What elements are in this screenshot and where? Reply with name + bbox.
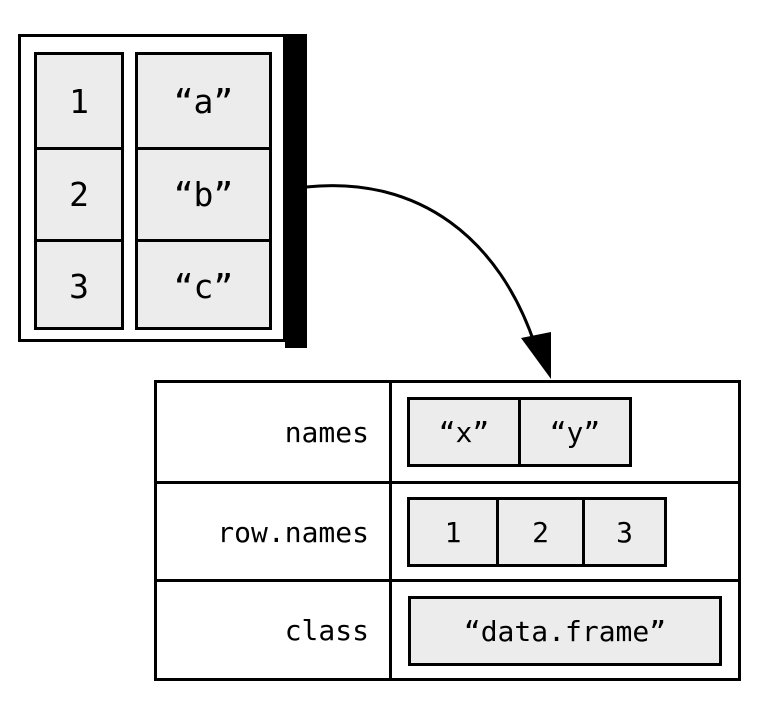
vector-element: 3 [582,500,664,564]
attribute-name: names [284,415,369,449]
column-x-cell: 2 [37,147,121,239]
attribute-value-vector: 1 2 3 [407,497,667,567]
attribute-row-class: class “data.frame” [157,579,738,678]
vector-element: 1 [444,515,462,549]
attributes-divider [389,383,392,678]
column-x-cell: 1 [69,81,89,121]
vector-element: “x” [438,415,490,449]
attribute-value-vector: “data.frame” [408,596,722,666]
attributes-table: names “x” “y” row.names 1 2 3 class “dat… [154,380,741,681]
column-y-cell: “a” [173,81,234,121]
column-y-cell: “b” [138,147,269,239]
attribute-name: class [284,613,369,647]
attribute-value-vector: “x” “y” [407,397,632,467]
attribute-row-row-names: row.names 1 2 3 [157,481,738,581]
column-y: “a” “b” “c” [135,52,272,330]
arrow-curve [305,184,537,346]
arrow-head [521,332,551,379]
vector-element: 2 [496,500,582,564]
column-y-cell: “c” [138,239,269,330]
vector-element: “y” [518,400,629,464]
column-x-cell: 3 [37,239,121,330]
attributes-pointer-bar [285,34,307,348]
column-x: 1 2 3 [34,52,124,330]
attribute-row-names: names “x” “y” [157,383,738,481]
attribute-name: row.names [217,516,369,549]
vector-element: “data.frame” [463,614,667,648]
